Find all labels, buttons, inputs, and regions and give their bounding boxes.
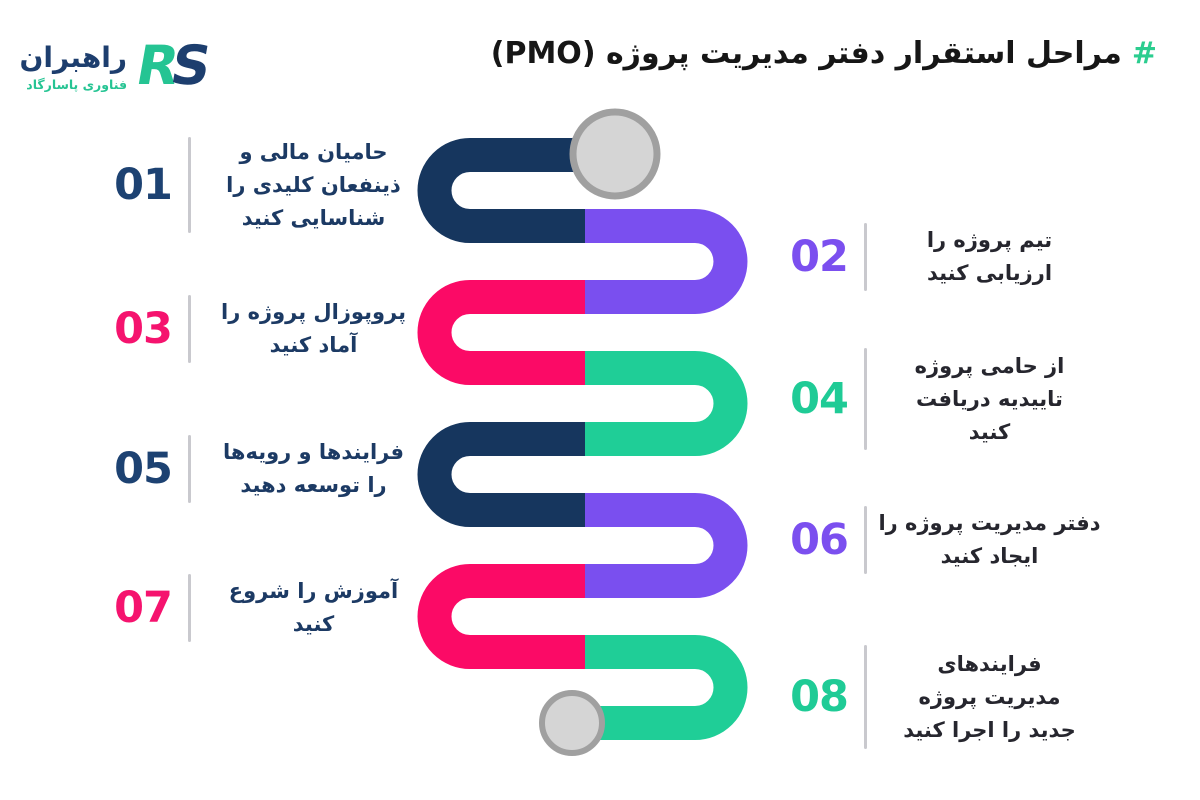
path-segment-navy-2 [417,422,585,527]
hash-icon: # [1131,36,1157,71]
end-marker [539,690,605,756]
page-title: # مراحل استقرار دفتر مدیریت پروژه (PMO) [491,36,1157,71]
text-line: تاییدیه دریافت [916,386,1063,411]
step-08-divider [864,645,867,749]
step-07-number: 07 [114,583,173,633]
path-segment-navy-1 [417,138,602,243]
text-line: آموزش را شروع [228,579,399,603]
step-05-text: فرایندها و رویه‌ها را توسعه دهید [201,436,426,502]
path-segment-green-1 [585,351,748,456]
text-line: ذینفعان کلیدی را [226,172,401,197]
text-line: کنید [968,419,1011,444]
brand-logo: راهبران فناوری پاسارگاد RS [19,30,210,102]
step-02-divider [864,223,867,291]
step-01-number: 01 [114,160,173,210]
step-03-divider [188,295,191,363]
step-08-number: 08 [790,672,849,722]
step-08: 08 فرایندهای مدیریت پروژه جدید را اجرا ک… [780,641,1102,753]
step-03-text: پروپوزال پروژه را آماد کنید [201,296,426,362]
step-08-text: فرایندهای مدیریت پروژه جدید را اجرا کنید [877,648,1102,747]
text-line: آماد کنید [269,333,358,357]
text-line: ارزیابی کنید [926,261,1053,285]
text-line: دفتر مدیریت پروژه را [878,511,1101,535]
path-segment-purple-2 [585,493,748,598]
text-line: شناسایی کنید [241,205,386,230]
step-01-divider [188,137,191,233]
step-02-number: 02 [790,232,849,282]
step-04-text: از حامی پروژه تاییدیه دریافت کنید [877,350,1102,449]
step-07-text: آموزش را شروع کنید [201,575,426,641]
step-06-text: دفتر مدیریت پروژه را ایجاد کنید [877,507,1102,573]
step-05-divider [188,435,191,503]
text-line: حامیان مالی و [239,139,388,164]
step-07-divider [188,574,191,642]
path-segment-green-2 [572,635,748,740]
path-segment-purple-1 [585,209,748,314]
step-03: 03 پروپوزال پروژه را آماد کنید [104,291,426,367]
step-02-text: تیم پروژه را ارزیابی کنید [877,224,1102,290]
step-06-number: 06 [790,515,849,565]
text-line: فرایندها و رویه‌ها [223,440,404,464]
page-title-text: مراحل استقرار دفتر مدیریت پروژه (PMO) [490,36,1122,71]
brand-subtitle: فناوری پاسارگاد [26,76,127,92]
step-01-text: حامیان مالی و ذینفعان کلیدی را شناسایی ک… [201,136,426,235]
step-04-number: 04 [790,374,849,424]
path-segment-pink-1 [417,280,585,385]
step-02: 02 تیم پروژه را ارزیابی کنید [780,219,1102,295]
text-line: از حامی پروژه [914,353,1065,378]
text-line: ایجاد کنید [940,544,1039,568]
step-05-number: 05 [114,444,173,494]
text-line: پروپوزال پروژه را [221,300,406,324]
step-01: 01 حامیان مالی و ذینفعان کلیدی را شناسای… [104,133,426,237]
text-line: را توسعه دهید [240,473,387,497]
text-line: جدید را اجرا کنید [903,717,1076,742]
brand-wordmark: راهبران فناوری پاسارگاد [19,40,127,92]
text-line: تیم پروژه را [926,228,1053,252]
step-07: 07 آموزش را شروع کنید [104,570,426,646]
text-line: مدیریت پروژه [918,684,1061,709]
step-06-divider [864,506,867,574]
step-06: 06 دفتر مدیریت پروژه را ایجاد کنید [780,502,1102,578]
step-03-number: 03 [114,304,173,354]
text-line: فرایندهای [937,651,1042,676]
step-05: 05 فرایندها و رویه‌ها را توسعه دهید [104,431,426,507]
step-04: 04 از حامی پروژه تاییدیه دریافت کنید [780,344,1102,454]
text-line: کنید [292,612,335,636]
start-marker [569,108,661,200]
path-segment-pink-2 [417,564,585,669]
brand-name: راهبران [19,40,127,74]
step-04-divider [864,348,867,450]
